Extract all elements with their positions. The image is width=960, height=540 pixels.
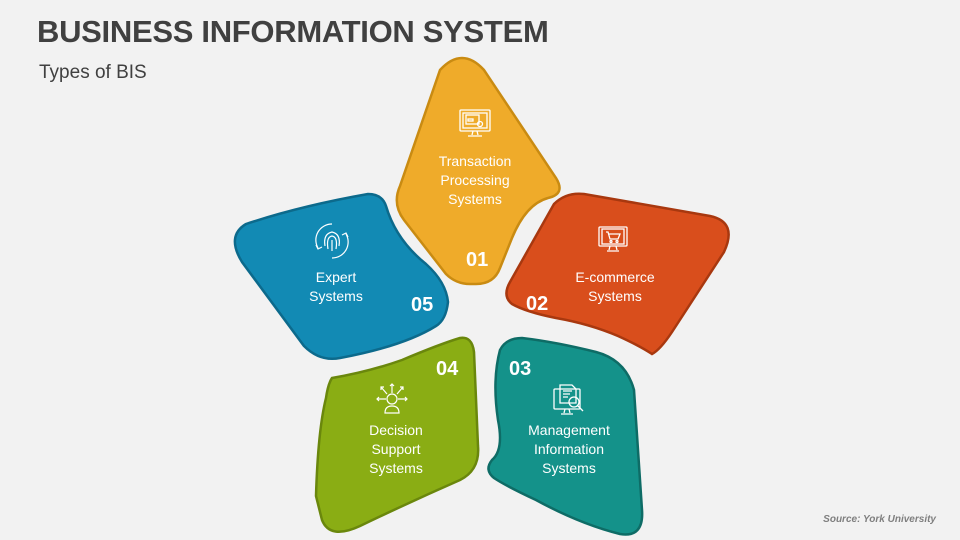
petal-04-shape — [314, 336, 480, 533]
fingerprint-cycle-icon — [314, 222, 350, 265]
petal-01-shape — [395, 56, 561, 286]
page-subtitle: Types of BIS — [39, 62, 147, 83]
petal-02-label: E-commerce Systems — [575, 269, 655, 304]
petal-04-label: Decision Support Systems — [369, 422, 423, 476]
petal-03-number: 03 — [509, 358, 532, 380]
computer-settings-icon — [458, 109, 492, 144]
petal-05-shape — [233, 192, 450, 360]
petal-05-label: Expert Systems — [309, 269, 363, 304]
petal-03-shape — [487, 336, 644, 536]
computer-cart-icon — [598, 226, 628, 259]
person-decision-arrows-icon — [375, 382, 409, 421]
petal-05-number: 05 — [411, 294, 434, 316]
petal-01-number: 01 — [466, 249, 489, 271]
page-title: BUSINESS INFORMATION SYSTEM — [37, 14, 549, 49]
petal-04-number: 04 — [436, 358, 459, 380]
petal-02-number: 02 — [526, 293, 549, 315]
document-search-computer-icon — [552, 383, 586, 422]
source-citation: Source: York University — [823, 514, 936, 525]
petal-03-label: Management Information Systems — [528, 422, 610, 476]
petal-01-label: Transaction Processing Systems — [438, 153, 512, 207]
petal-02-shape — [505, 192, 730, 356]
